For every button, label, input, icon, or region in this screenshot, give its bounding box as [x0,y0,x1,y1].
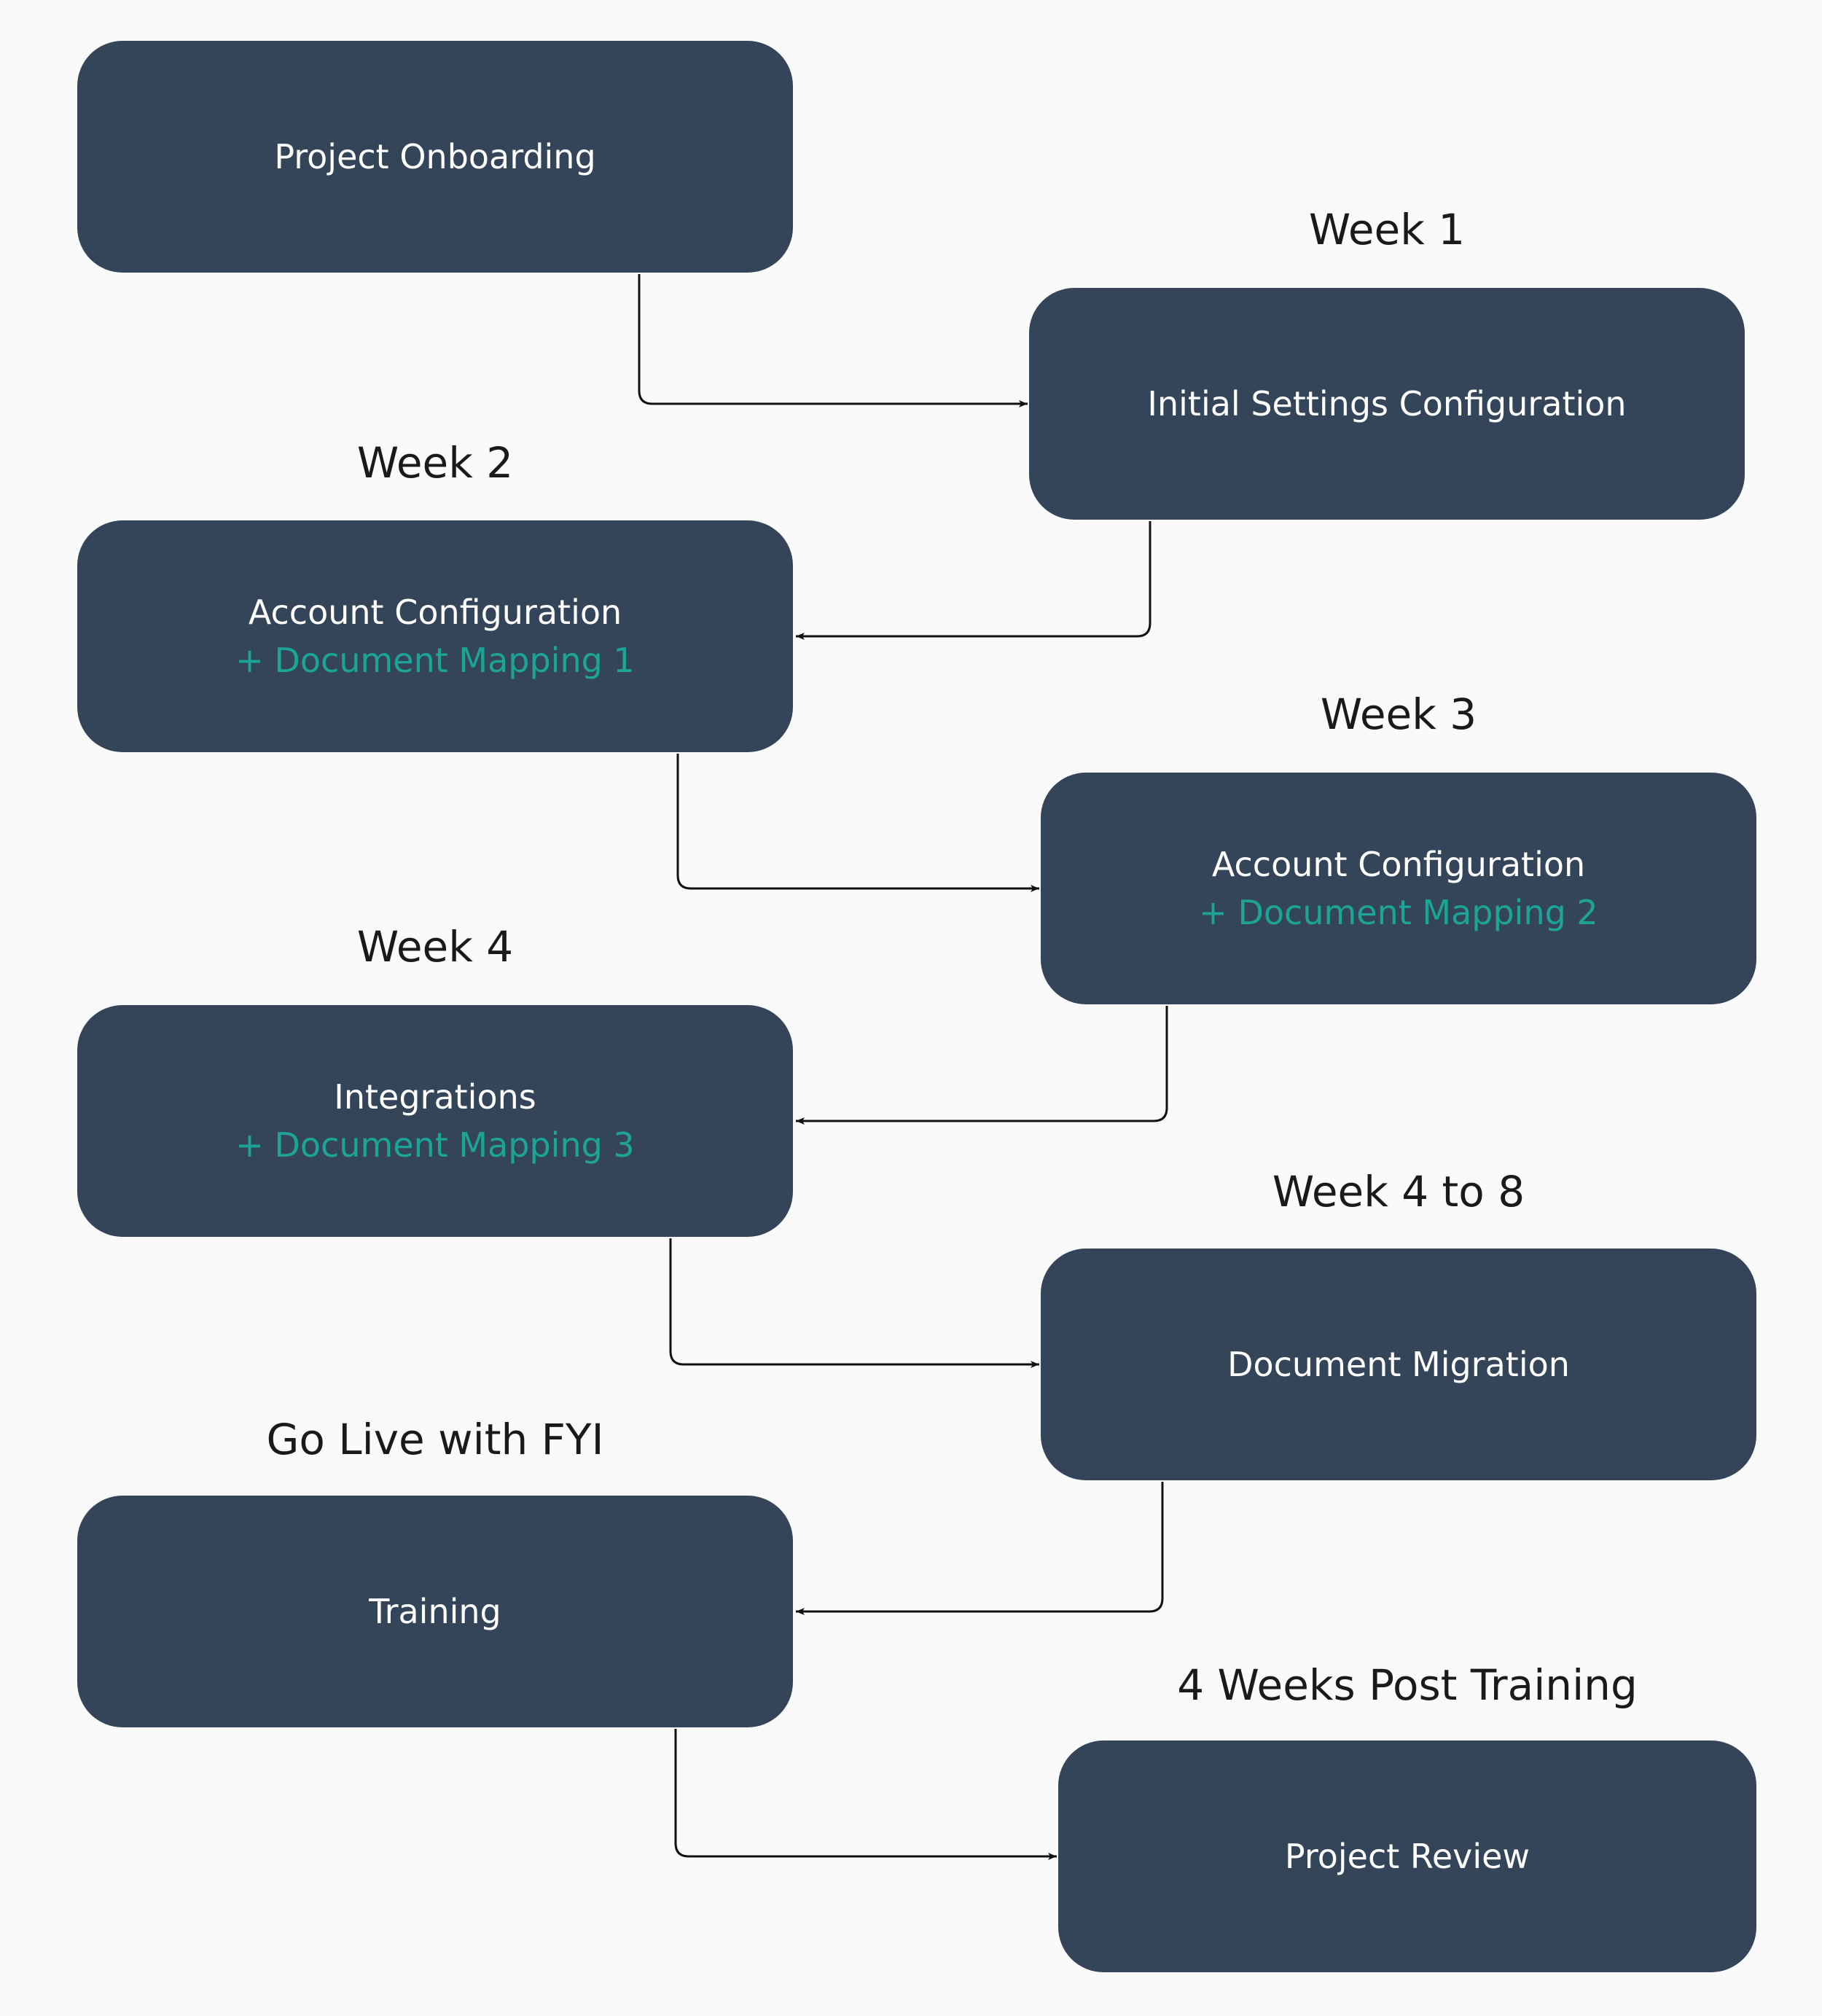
step-box-5: Integrations + Document Mapping 3 [77,1005,793,1237]
connector-arrow-3 [676,754,1039,892]
step-subtitle: + Document Mapping 2 [1199,893,1598,932]
step-title: Training [369,1592,501,1631]
step-subtitle: + Document Mapping 3 [235,1125,635,1165]
step-subtitle: + Document Mapping 1 [235,641,635,680]
connector-arrow-1 [638,274,1028,407]
phase-label: Week 1 [1308,205,1466,254]
step-box-4: Account Configuration + Document Mapping … [1041,773,1756,1004]
connector-arrow-5 [669,1238,1039,1368]
connector-arrow-2 [796,521,1152,640]
step-box-1: Project Onboarding [77,41,793,273]
phase-label: Week 4 to 8 [1272,1167,1525,1216]
step-box-6: Document Migration [1041,1249,1756,1480]
connector-arrow-6 [796,1482,1164,1615]
step-title: Integrations [334,1077,536,1117]
step-title: Account Configuration [1211,845,1586,884]
step-title: Project Onboarding [274,137,596,176]
step-title: Account Configuration [248,593,622,632]
step-box-3: Account Configuration + Document Mapping … [77,520,793,752]
connector-arrow-7 [674,1729,1057,1860]
step-box-7: Training [77,1496,793,1727]
step-title: Project Review [1284,1837,1530,1876]
step-title: Document Migration [1227,1345,1570,1384]
step-title: Initial Settings Configuration [1147,384,1627,423]
phase-label: Week 2 [356,438,514,488]
phase-label: Week 4 [356,922,514,972]
phase-label: 4 Weeks Post Training [1177,1660,1638,1710]
phase-label: Week 3 [1320,689,1477,739]
phase-label: Go Live with FYI [266,1415,604,1464]
step-box-2: Initial Settings Configuration [1029,288,1745,520]
connector-arrow-4 [796,1006,1168,1125]
step-box-8: Project Review [1058,1740,1756,1972]
